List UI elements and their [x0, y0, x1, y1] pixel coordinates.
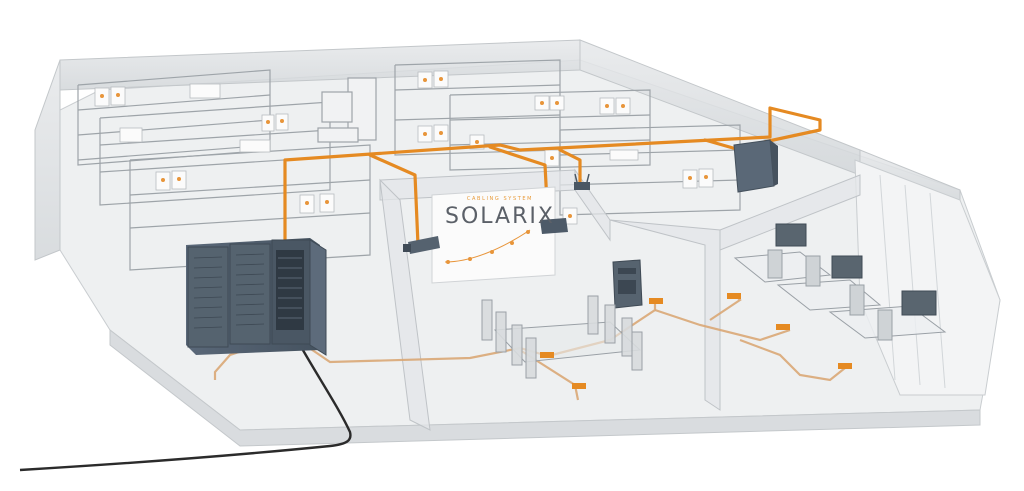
stacker-forklift [317, 77, 377, 143]
monitors [775, 223, 937, 316]
cable-tray-branch-wifi [558, 148, 582, 187]
branding-banner [431, 186, 556, 284]
server-rack-icon [186, 238, 327, 356]
logo-wordmark: SOLARIX [445, 204, 555, 229]
logo-tagline: CABLING SYSTEM [466, 196, 534, 202]
wifi-access-point-icon [574, 173, 590, 190]
meeting-chairs [481, 295, 643, 379]
floor-cabinet-icon [612, 259, 643, 309]
external-cable [19, 344, 352, 472]
ceiling-camera-icon [403, 236, 440, 254]
cable-tray-main [283, 106, 822, 247]
storage-shelves [77, 59, 741, 271]
interior-partitions [379, 168, 861, 431]
network-cabinet-icon [733, 139, 778, 193]
meeting-area [481, 295, 643, 379]
office-area [733, 223, 947, 341]
cable-tray-branch-camera [368, 153, 420, 247]
floor-box-icon [540, 293, 852, 389]
box-labels [100, 77, 708, 218]
access-point-icon [540, 218, 568, 234]
shelf-unit-3 [129, 144, 371, 271]
solarix-logo: CABLING SYSTEM SOLARIX [441, 190, 559, 252]
office-chairs [767, 249, 893, 341]
shelf-unit-1 [77, 69, 271, 166]
